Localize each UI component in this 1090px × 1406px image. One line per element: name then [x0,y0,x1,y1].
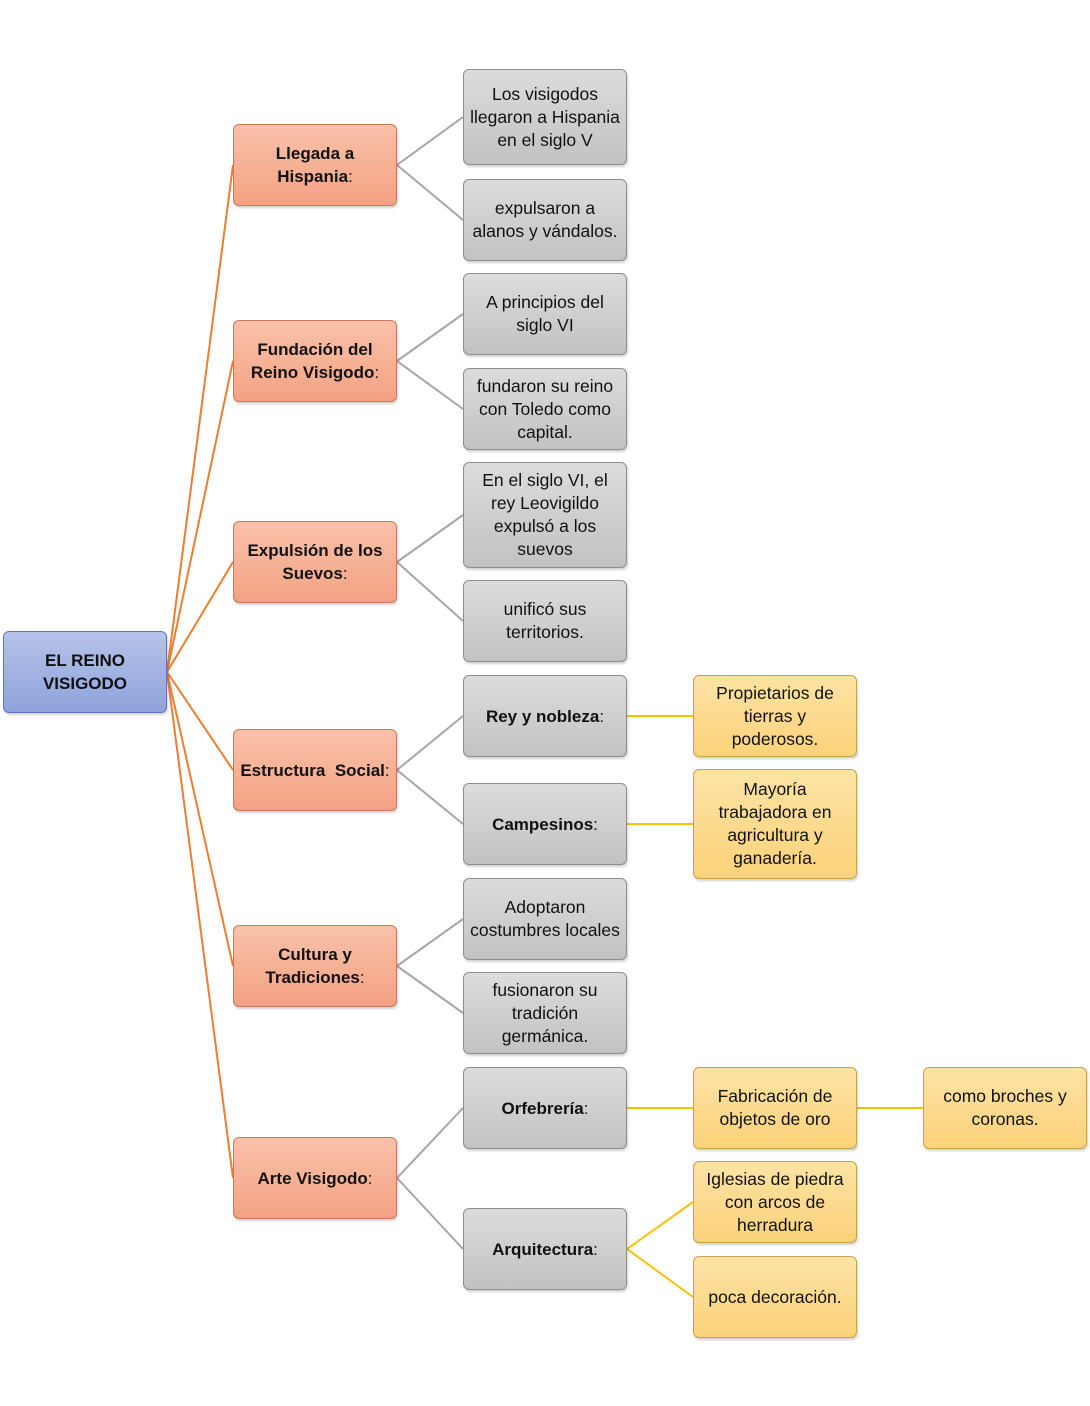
topic-label: Estructura Social [240,760,385,780]
detail-text: Los visigodos llegaron a Hispania en el … [470,83,620,150]
connector-t1-d2 [396,164,464,221]
connector-t6-s3 [396,1107,464,1179]
subtopic-campesinos: Campesinos: [463,783,627,865]
connector-t2-d4 [396,360,464,410]
leaf-node: Iglesias de piedra con arcos de herradur… [693,1161,857,1243]
leaf-node: Propietarios de tierras y poderosos. [693,675,857,757]
topic-label: Fundación del Reino Visigodo [250,340,375,382]
topic-label: Arte Visigodo [257,1168,368,1188]
connector-t3-d5 [396,514,464,563]
leaf-text: Propietarios de tierras y poderosos. [716,682,834,749]
leaf-text: como broches y coronas. [943,1086,1067,1129]
topic-estructura: Estructura Social: [233,729,397,811]
connector-root-t5 [166,671,234,967]
topic-label: Expulsión de los Suevos [247,541,383,583]
detail-node: En el siglo VI, el rey Leovigildo expuls… [463,462,627,568]
connector-t3-d6 [396,561,464,622]
subtopic-orfebreria: Orfebrería: [463,1067,627,1149]
detail-text: En el siglo VI, el rey Leovigildo expuls… [482,470,608,559]
detail-text: Adoptaron costumbres locales [470,897,620,940]
subtopic-label: Orfebrería [501,1098,584,1118]
subtopic-suffix: : [583,1098,589,1118]
topic-suffix: : [374,363,380,382]
subtopic-suffix: : [599,706,605,726]
subtopic-rey-nobleza: Rey y nobleza: [463,675,627,757]
connector-t4-s1 [396,715,464,771]
leaf-text: Iglesias de piedra con arcos de herradur… [706,1168,844,1235]
topic-label: Cultura y Tradiciones [265,945,360,987]
detail-node: fusionaron su tradición germánica. [463,972,627,1054]
topic-label: Llegada a Hispania [275,144,355,186]
connector-t5-d8 [396,965,464,1014]
topic-expulsion: Expulsión de los Suevos: [233,521,397,603]
connector-root-t6 [166,671,234,1179]
subtopic-label: Campesinos [492,814,594,834]
leaf-node: Fabricación de objetos de oro [693,1067,857,1149]
connector-root-t1 [166,164,234,673]
detail-text: expulsaron a alanos y vándalos. [472,198,618,241]
connector-t4-s2 [396,769,464,825]
topic-llegada: Llegada a Hispania: [233,124,397,206]
subtopic-label: Arquitectura [492,1239,594,1259]
topic-suffix: : [384,760,390,780]
connector-t2-d3 [396,313,464,362]
root-label: EL REINO VISIGODO [42,651,128,693]
detail-text: fundaron su reino con Toledo como capita… [476,375,614,442]
leaf-node: poca decoración. [693,1256,857,1338]
subtopic-label: Rey y nobleza [485,706,600,726]
subtopic-suffix: : [593,1239,598,1259]
connector-t1-d1 [396,116,464,166]
detail-text: A principios del siglo VI [486,292,604,335]
topic-cultura: Cultura y Tradiciones: [233,925,397,1007]
connector-root-t3 [166,561,234,673]
topic-suffix: : [367,1168,373,1188]
topic-suffix: : [359,968,365,987]
detail-node: Adoptaron costumbres locales [463,878,627,960]
leaf-text: Fabricación de objetos de oro [717,1086,833,1129]
leaf-text: poca decoración. [708,1286,842,1307]
subtopic-suffix: : [593,814,598,834]
leaf-text: Mayoría trabajadora en agricultura y gan… [718,779,832,868]
connector-s4-l6 [626,1248,694,1298]
detail-node: fundaron su reino con Toledo como capita… [463,368,627,450]
detail-node: unificó sus territorios. [463,580,627,662]
topic-suffix: : [342,564,348,583]
topic-suffix: : [348,167,353,186]
detail-text: fusionaron su tradición germánica. [492,979,598,1046]
connector-t5-d7 [396,918,464,967]
subtopic-arquitectura: Arquitectura: [463,1208,627,1290]
topic-fundacion: Fundación del Reino Visigodo: [233,320,397,402]
leaf-node: como broches y coronas. [923,1067,1087,1149]
detail-node: A principios del siglo VI [463,273,627,355]
root-node: EL REINO VISIGODO [3,631,167,713]
detail-text: unificó sus territorios. [503,599,587,642]
connector-t6-s4 [396,1177,464,1250]
connector-root-t2 [166,360,234,673]
leaf-node: Mayoría trabajadora en agricultura y gan… [693,769,857,879]
topic-arte: Arte Visigodo: [233,1137,397,1219]
detail-node: Los visigodos llegaron a Hispania en el … [463,69,627,165]
connector-s4-l5 [626,1201,694,1250]
detail-node: expulsaron a alanos y vándalos. [463,179,627,261]
connector-root-t4 [166,671,234,771]
